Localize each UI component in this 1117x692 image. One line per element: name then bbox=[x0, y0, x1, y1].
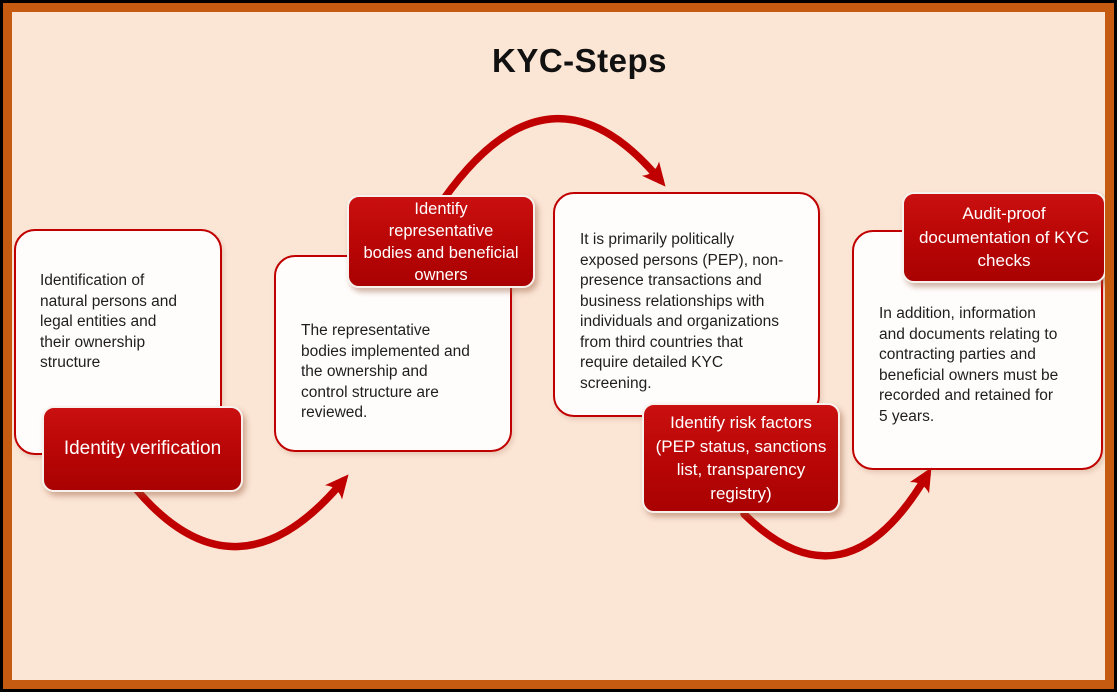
step-2-label-box: Identify representative bodies and benef… bbox=[347, 195, 535, 288]
step-3-label-box: Identify risk factors (PEP status, sanct… bbox=[642, 403, 840, 513]
step-3-description-box: It is primarily politically exposed pers… bbox=[553, 192, 820, 417]
step-3-label: Identify risk factors (PEP status, sanct… bbox=[655, 413, 827, 503]
arrow-step2-to-step3-icon bbox=[439, 115, 666, 204]
step-3-description: It is primarily politically exposed pers… bbox=[580, 231, 784, 392]
step-1-description: Identification of natural persons and le… bbox=[40, 272, 178, 371]
step-2-description: The representative bodies implemented an… bbox=[301, 322, 470, 421]
step-4-label-box: Audit-proof documentation of KYC checks bbox=[902, 192, 1106, 283]
step-4-label: Audit-proof documentation of KYC checks bbox=[918, 204, 1090, 271]
step-1-label: Identity verification bbox=[63, 438, 222, 459]
step-4-description: In addition, information and documents r… bbox=[879, 305, 1059, 425]
diagram-title: KYC-Steps bbox=[491, 42, 668, 79]
step-1-label-box: Identity verification bbox=[42, 406, 243, 492]
step-2-label: Identify representative bodies and benef… bbox=[363, 199, 519, 284]
